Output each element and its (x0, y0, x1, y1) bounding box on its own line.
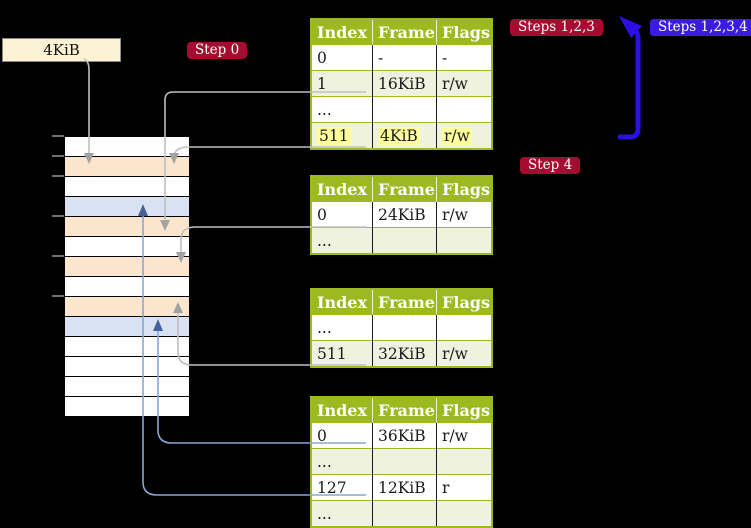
table-row: 0 - - (311, 44, 492, 71)
cell-frame: 36KiB (372, 422, 437, 449)
cell-frame: 16KiB (372, 70, 437, 97)
cell-index: 511 (311, 340, 373, 367)
page-table-2: Index Frame Flags 0 24KiB r/w ... (310, 175, 493, 255)
memory-column (64, 136, 190, 417)
memory-row-white (65, 397, 189, 416)
cell-frame (372, 500, 437, 527)
cell-flags: r (436, 474, 492, 501)
cell-frame: 4KiB (372, 122, 437, 149)
memory-row-white (65, 357, 189, 377)
memory-row-white (65, 177, 189, 197)
column-header-frame: Frame (372, 176, 437, 202)
cell-index: 0 (311, 422, 373, 449)
cell-flags: r/w (436, 422, 492, 449)
steps-123-badge: Steps 1,2,3 (510, 19, 603, 36)
cell-index: 511 (311, 122, 373, 149)
steps-123-label: Steps 1,2,3 (518, 19, 595, 35)
table-header-row: Index Frame Flags (311, 19, 492, 45)
cell-flags: r/w (436, 122, 492, 149)
cell-flags: r/w (436, 201, 492, 228)
cell-flags: - (436, 44, 492, 71)
memory-row-white (65, 377, 189, 397)
cell-frame: - (372, 44, 437, 71)
column-header-index: Index (311, 19, 373, 45)
cell-flags: r/w (436, 340, 492, 367)
step-4-label: Step 4 (528, 157, 573, 173)
cell-flags (436, 227, 492, 254)
cell-frame (372, 314, 437, 341)
table-row: ... (311, 96, 492, 123)
cell-flags (436, 96, 492, 123)
table-row: ... (311, 500, 492, 527)
cell-index: ... (311, 448, 373, 475)
table-header-row: Index Frame Flags (311, 289, 492, 315)
page-table-1: Index Frame Flags 0 - - 1 16KiB r/w ... … (310, 18, 493, 150)
highlighted-value: 4KiB (378, 126, 420, 145)
cell-flags: r/w (436, 70, 492, 97)
table-row: 127 12KiB r (311, 474, 492, 501)
cell-index: ... (311, 314, 373, 341)
memory-row-white (65, 277, 189, 297)
cell-index: 0 (311, 201, 373, 228)
memory-row-peach (65, 297, 189, 317)
table-row: 0 36KiB r/w (311, 422, 492, 449)
step-4-badge: Step 4 (520, 157, 581, 174)
column-header-frame: Frame (372, 397, 437, 423)
steps-1234-label: Steps 1,2,3,4 (658, 19, 748, 35)
cell-index: ... (311, 96, 373, 123)
column-header-index: Index (311, 289, 373, 315)
memory-row-white (65, 237, 189, 257)
cell-frame: 32KiB (372, 340, 437, 367)
table-header-row: Index Frame Flags (311, 176, 492, 202)
column-header-flags: Flags (436, 397, 492, 423)
memory-tick-marks (52, 135, 64, 297)
table-row: ... (311, 227, 492, 254)
cell-index: ... (311, 500, 373, 527)
table-row: 511 32KiB r/w (311, 340, 492, 367)
memory-row-blue (65, 317, 189, 337)
highlighted-value: r/w (442, 126, 472, 145)
cell-index: 1 (311, 70, 373, 97)
cell-index: 127 (311, 474, 373, 501)
memory-row-peach (65, 157, 189, 177)
cell-frame (372, 227, 437, 254)
frame-size-label: 4KiB (43, 41, 80, 59)
step-0-badge: Step 0 (187, 42, 248, 59)
frame-size-label-box: 4KiB (2, 38, 121, 62)
table-row: 1 16KiB r/w (311, 70, 492, 97)
cell-index: ... (311, 227, 373, 254)
memory-row-peach (65, 257, 189, 277)
column-header-flags: Flags (436, 19, 492, 45)
cell-flags (436, 448, 492, 475)
highlighted-value: 511 (317, 126, 351, 145)
table-header-row: Index Frame Flags (311, 397, 492, 423)
memory-row-blue (65, 197, 189, 217)
cell-frame: 12KiB (372, 474, 437, 501)
page-table-4: Index Frame Flags 0 36KiB r/w ... 127 12… (310, 396, 493, 528)
page-table-3: Index Frame Flags ... 511 32KiB r/w (310, 288, 493, 368)
column-header-flags: Flags (436, 176, 492, 202)
memory-row-peach (65, 217, 189, 237)
memory-row-white (65, 137, 189, 157)
column-header-frame: Frame (372, 289, 437, 315)
column-header-index: Index (311, 176, 373, 202)
cell-flags (436, 500, 492, 527)
cell-frame: 24KiB (372, 201, 437, 228)
column-header-flags: Flags (436, 289, 492, 315)
column-header-index: Index (311, 397, 373, 423)
cell-frame (372, 448, 437, 475)
table-row: ... (311, 448, 492, 475)
column-header-frame: Frame (372, 19, 437, 45)
table-row: 0 24KiB r/w (311, 201, 492, 228)
step-0-label: Step 0 (195, 42, 240, 58)
table-row-highlighted: 511 4KiB r/w (311, 122, 492, 149)
steps-loop-arrow-icon (617, 16, 642, 140)
cell-flags (436, 314, 492, 341)
memory-row-white (65, 337, 189, 357)
cell-index: 0 (311, 44, 373, 71)
table-row: ... (311, 314, 492, 341)
cell-frame (372, 96, 437, 123)
steps-1234-badge: Steps 1,2,3,4 (650, 19, 751, 36)
